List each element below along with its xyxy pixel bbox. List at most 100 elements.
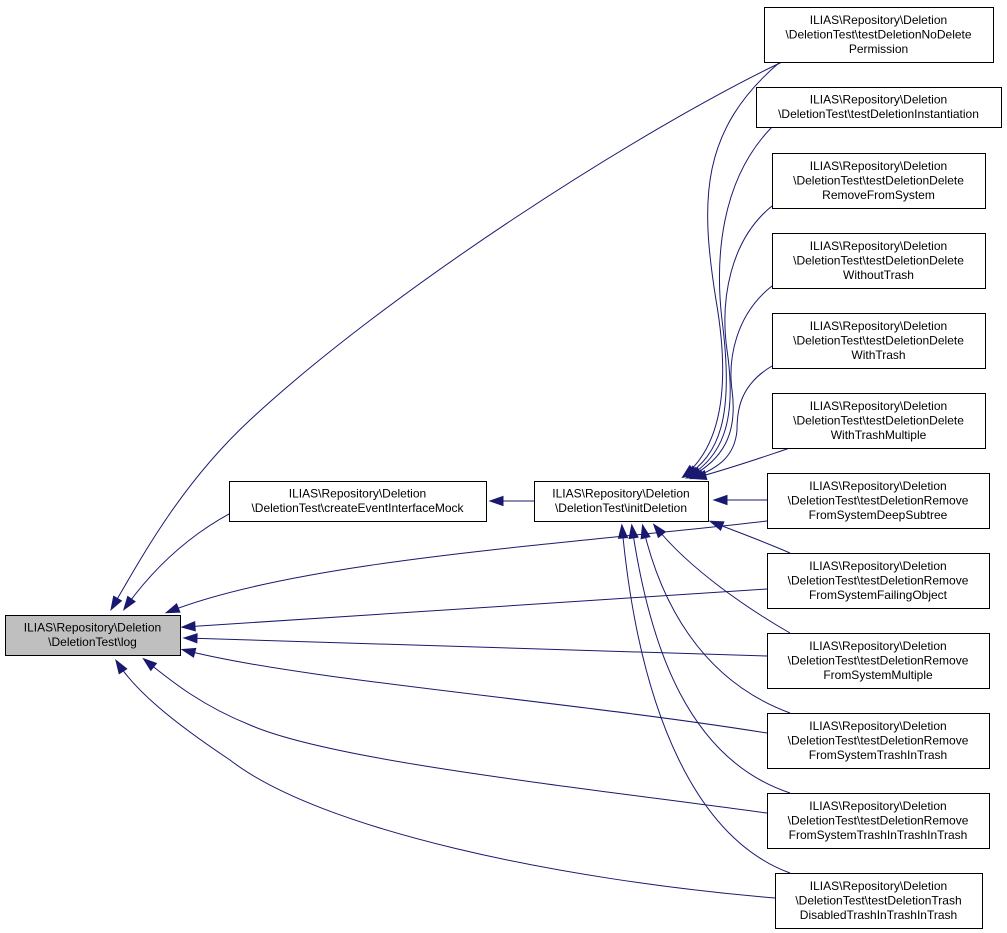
node-box[interactable] bbox=[772, 233, 986, 289]
arrowhead-icon bbox=[122, 595, 136, 611]
node-label-line: WithoutTrash bbox=[843, 268, 914, 282]
edge-line bbox=[167, 520, 768, 613]
arrowhead-icon bbox=[180, 647, 197, 658]
edge-line bbox=[183, 649, 768, 734]
node-testDeletionDeleteWithoutTrash[interactable]: ILIAS\Repository\Deletion\DeletionTest\t… bbox=[772, 233, 986, 289]
node-label-line: ILIAS\Repository\Deletion bbox=[810, 239, 947, 253]
node-label-line: DisabledTrashInTrashInTrash bbox=[800, 908, 957, 922]
edge-testDeletionTrashDisabledTrashInTrashInTrash-to-log bbox=[115, 659, 776, 899]
node-label-line: Permission bbox=[849, 42, 908, 56]
node-label-line: \DeletionTest\testDeletionNoDelete bbox=[785, 27, 971, 41]
edge-line bbox=[185, 637, 768, 657]
node-testDeletionNoDeletePermission[interactable]: ILIAS\Repository\Deletion\DeletionTest\t… bbox=[764, 7, 994, 63]
node-testDeletionRemoveFromSystemMultiple[interactable]: ILIAS\Repository\Deletion\DeletionTest\t… bbox=[767, 633, 990, 689]
edge-testDeletionRemoveFromSystemMultiple-to-initDeletion bbox=[652, 523, 791, 634]
node-label-line: ILIAS\Repository\Deletion bbox=[809, 559, 946, 573]
node-label-line: \DeletionTest\testDeletionRemove bbox=[788, 813, 969, 827]
node-testDeletionRemoveFromSystemTrashInTrashInTrash[interactable]: ILIAS\Repository\Deletion\DeletionTest\t… bbox=[767, 793, 990, 849]
node-label-line: WithTrashMultiple bbox=[831, 428, 927, 442]
edge-line bbox=[642, 526, 791, 714]
node-box[interactable] bbox=[767, 633, 990, 689]
node-createEventInterfaceMock[interactable]: ILIAS\Repository\Deletion\DeletionTest\c… bbox=[229, 481, 487, 522]
node-testDeletionRemoveFromSystemDeepSubtree[interactable]: ILIAS\Repository\Deletion\DeletionTest\t… bbox=[767, 473, 990, 529]
node-label-line: FromSystemTrashInTrashInTrash bbox=[789, 828, 968, 842]
node-box[interactable] bbox=[5, 615, 181, 656]
node-testDeletionRemoveFromSystemFailingObject[interactable]: ILIAS\Repository\Deletion\DeletionTest\t… bbox=[767, 553, 990, 609]
edge-testDeletionRemoveFromSystemTrashInTrashInTrash-to-initDeletion bbox=[628, 523, 791, 794]
edge-testDeletionTrashDisabledTrashInTrashInTrash-to-initDeletion bbox=[617, 523, 791, 874]
node-label-line: FromSystemFailingObject bbox=[809, 588, 948, 602]
node-label-line: ILIAS\Repository\Deletion bbox=[809, 639, 946, 653]
node-box[interactable] bbox=[767, 473, 990, 529]
node-label-line: \DeletionTest\createEventInterfaceMock bbox=[251, 501, 464, 515]
node-label-line: ILIAS\Repository\Deletion bbox=[552, 487, 689, 501]
node-testDeletionDeleteWithTrashMultiple[interactable]: ILIAS\Repository\Deletion\DeletionTest\t… bbox=[772, 393, 986, 449]
node-label-line: \DeletionTest\testDeletionDelete bbox=[793, 173, 964, 187]
node-label-line: ILIAS\Repository\Deletion bbox=[809, 719, 946, 733]
edge-testDeletionInstantiation-to-initDeletion bbox=[683, 126, 773, 478]
node-label-line: FromSystemDeepSubtree bbox=[809, 508, 948, 522]
node-label-line: ILIAS\Repository\Deletion bbox=[810, 319, 947, 333]
node-box[interactable] bbox=[775, 873, 983, 929]
node-label-line: RemoveFromSystem bbox=[822, 188, 935, 202]
node-label-line: \DeletionTest\testDeletionInstantiation bbox=[778, 107, 979, 121]
edge-testDeletionRemoveFromSystemTrashInTrash-to-log bbox=[180, 647, 768, 734]
edge-testDeletionNoDeletePermission-to-log bbox=[110, 61, 783, 612]
edge-line bbox=[691, 365, 773, 479]
edge-line bbox=[654, 525, 791, 634]
arrowhead-icon bbox=[617, 523, 629, 539]
node-testDeletionInstantiation[interactable]: ILIAS\Repository\Deletion\DeletionTest\t… bbox=[756, 87, 1002, 128]
node-label-line: WithTrash bbox=[851, 348, 905, 362]
node-box[interactable] bbox=[772, 393, 986, 449]
node-log[interactable]: ILIAS\Repository\Deletion\DeletionTest\l… bbox=[5, 615, 181, 656]
node-label-line: ILIAS\Repository\Deletion bbox=[810, 399, 947, 413]
node-box[interactable] bbox=[756, 87, 1002, 128]
node-testDeletionRemoveFromSystemTrashInTrash[interactable]: ILIAS\Repository\Deletion\DeletionTest\t… bbox=[767, 713, 990, 769]
arrowhead-icon bbox=[640, 523, 651, 540]
node-testDeletionTrashDisabledTrashInTrashInTrash[interactable]: ILIAS\Repository\Deletion\DeletionTest\t… bbox=[775, 873, 983, 929]
node-box[interactable] bbox=[772, 313, 986, 369]
edges-layer bbox=[110, 61, 791, 899]
node-box[interactable] bbox=[534, 481, 709, 522]
node-label-line: FromSystemTrashInTrash bbox=[809, 748, 947, 762]
node-label-line: \DeletionTest\testDeletionDelete bbox=[793, 253, 964, 267]
node-label-line: ILIAS\Repository\Deletion bbox=[810, 879, 947, 893]
edge-line bbox=[621, 526, 791, 874]
node-testDeletionDeleteRemoveFromSystem[interactable]: ILIAS\Repository\Deletion\DeletionTest\t… bbox=[772, 153, 986, 209]
node-testDeletionDeleteWithTrash[interactable]: ILIAS\Repository\Deletion\DeletionTest\t… bbox=[772, 313, 986, 369]
arrowhead-icon bbox=[708, 520, 725, 532]
edge-testDeletionRemoveFromSystemTrashInTrashInTrash-to-log bbox=[142, 657, 768, 814]
edge-line bbox=[694, 447, 791, 479]
edge-line bbox=[685, 126, 773, 477]
node-label-line: FromSystemMultiple bbox=[823, 668, 933, 682]
node-box[interactable] bbox=[767, 713, 990, 769]
edge-line bbox=[183, 588, 768, 628]
node-label-line: ILIAS\Repository\Deletion bbox=[809, 479, 946, 493]
arrowhead-icon bbox=[164, 602, 181, 614]
node-label-line: ILIAS\Repository\Deletion bbox=[809, 799, 946, 813]
arrowhead-icon bbox=[142, 657, 158, 672]
node-box[interactable] bbox=[229, 481, 487, 522]
arrowhead-icon bbox=[180, 621, 196, 632]
edge-testDeletionDeleteWithTrashMultiple-to-initDeletion bbox=[691, 447, 791, 480]
arrowhead-icon bbox=[115, 659, 128, 675]
node-label-line: \DeletionTest\log bbox=[48, 635, 137, 649]
node-label-line: ILIAS\Repository\Deletion bbox=[810, 93, 947, 107]
arrowhead-icon bbox=[110, 595, 123, 612]
edge-line bbox=[687, 205, 773, 478]
node-label-line: \DeletionTest\testDeletionRemove bbox=[788, 573, 969, 587]
arrowhead-icon bbox=[691, 469, 708, 480]
node-box[interactable] bbox=[767, 793, 990, 849]
node-initDeletion[interactable]: ILIAS\Repository\Deletion\DeletionTest\i… bbox=[534, 481, 709, 522]
node-box[interactable] bbox=[767, 553, 990, 609]
node-box[interactable] bbox=[764, 7, 994, 63]
nodes-layer: ILIAS\Repository\Deletion \DeletionTest\l… bbox=[5, 7, 1002, 929]
node-box[interactable] bbox=[772, 153, 986, 209]
node-label-line: \DeletionTest\testDeletionRemove bbox=[788, 653, 969, 667]
node-label-line: ILIAS\Repository\Deletion bbox=[289, 487, 426, 501]
edge-testDeletionRemoveFromSystemDeepSubtree-to-initDeletion bbox=[712, 494, 767, 506]
node-label-line: \DeletionTest\initDeletion bbox=[555, 501, 687, 515]
edge-line bbox=[631, 526, 791, 794]
edge-testDeletionRemoveFromSystemTrashInTrash-to-initDeletion bbox=[640, 523, 791, 714]
node-label-line: ILIAS\Repository\Deletion bbox=[810, 159, 947, 173]
